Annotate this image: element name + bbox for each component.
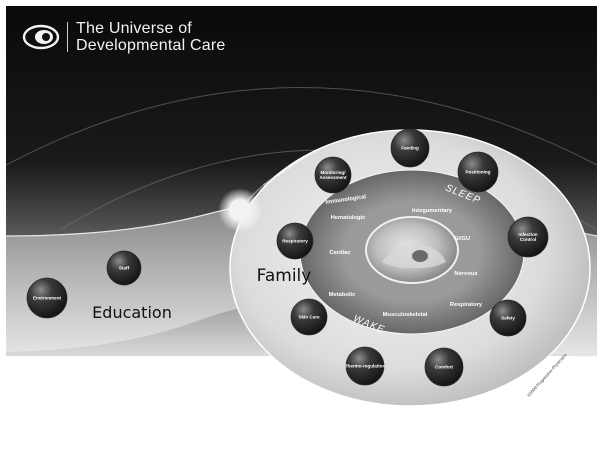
education-label: Education — [92, 303, 172, 322]
outer-node-label: Skin Care — [298, 315, 320, 320]
outer-node-label: Staff — [119, 266, 130, 271]
outer-node: Staff — [106, 250, 142, 286]
outer-node-sphere — [276, 222, 314, 260]
outer-node-sphere — [314, 156, 352, 194]
outer-node: Safety — [489, 299, 527, 337]
outer-node: Feeding — [390, 128, 430, 168]
body-system-label: Metabolic — [329, 292, 357, 298]
outer-node-label: Feeding — [401, 146, 419, 151]
outer-node: Respiratory — [276, 222, 314, 260]
outer-node: Thermo-regulation — [345, 346, 386, 386]
outer-node-label: Positioning — [465, 170, 490, 175]
outer-node: Environment — [26, 277, 68, 319]
outer-node-sphere — [390, 128, 430, 168]
outer-node-label: Thermo-regulation — [345, 364, 386, 369]
body-system-label: Musculoskeletal — [383, 312, 428, 318]
diagram-title: The Universe of Developmental Care — [22, 20, 225, 54]
body-system-label: Nervous — [454, 271, 477, 277]
outer-node-sphere — [345, 346, 385, 386]
outer-node-label: Monitoring/Assessment — [319, 170, 347, 180]
comet-core — [229, 199, 251, 221]
outer-node-label: Comfort — [435, 365, 453, 370]
title-divider — [67, 22, 68, 52]
body-system-label: Hematologic — [331, 215, 367, 221]
body-system-label: Immunological — [325, 194, 367, 206]
nodes-layer: EnvironmentStaffRespiratoryMonitoring/As… — [26, 128, 549, 387]
family-label: Family — [257, 266, 312, 286]
body-system-label: GI/GU — [454, 236, 470, 242]
outer-arc — [5, 87, 598, 166]
body-system-label: Respiratory — [450, 302, 483, 308]
outer-node-sphere — [489, 299, 527, 337]
outer-node-label: Respiratory — [282, 239, 308, 244]
body-system-label: Cardiac — [329, 250, 351, 256]
outer-node: Comfort — [424, 347, 464, 387]
outer-node-label: Environment — [33, 296, 62, 301]
outer-node-sphere — [507, 216, 549, 258]
outer-node-label: Safety — [501, 316, 515, 321]
outer-node-sphere — [290, 298, 328, 336]
outer-node-sphere — [424, 347, 464, 387]
outer-node: Monitoring/Assessment — [314, 156, 352, 194]
outer-node-sphere — [457, 151, 499, 193]
outer-node-sphere — [106, 250, 142, 286]
title-line-2: Developmental Care — [76, 37, 226, 54]
outer-node: Skin Care — [290, 298, 328, 336]
title-text: The Universe of Developmental Care — [76, 20, 225, 54]
outer-node: Positioning — [457, 151, 499, 193]
eye-logo-icon — [22, 24, 60, 50]
body-system-label: Integumentary — [412, 208, 453, 214]
title-line-1: The Universe of — [76, 20, 192, 37]
outer-node-sphere — [26, 277, 68, 319]
pacifier-shape — [412, 250, 428, 262]
